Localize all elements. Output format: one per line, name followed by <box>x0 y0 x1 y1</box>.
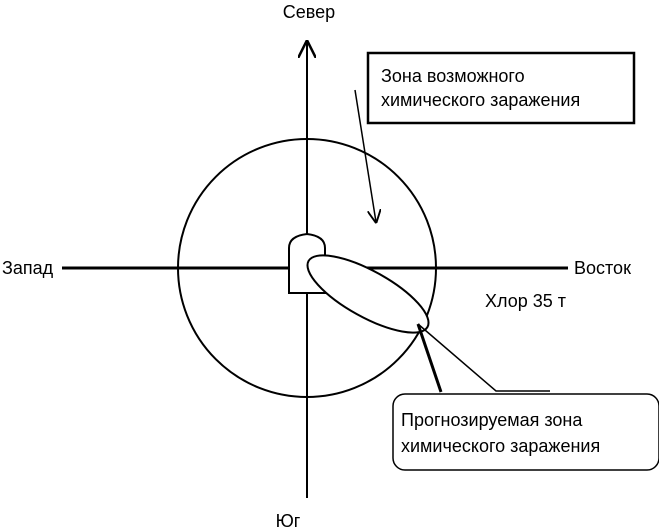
forecast-zone-ellipse <box>306 254 430 334</box>
possible-zone-leader <box>354 89 376 222</box>
south-label: Юг <box>276 511 301 530</box>
source-label: Хлор 35 т <box>485 291 566 311</box>
west-label: Запад <box>2 258 54 278</box>
forecast-zone-leader <box>417 323 550 392</box>
north-label: Север <box>283 2 335 22</box>
forecast-zone-callout-line1: Прогнозируемая зона <box>401 410 583 430</box>
forecast-zone-callout-box <box>392 393 659 471</box>
forecast-zone-leader-secondary <box>416 323 443 393</box>
forecast-zone-callout-line2: химического заражения <box>401 436 600 456</box>
possible-zone-callout-line2: химического заражения <box>381 90 580 110</box>
possible-zone-callout-line1: Зона возможного <box>381 66 525 86</box>
possible-zone-callout-box <box>366 51 636 125</box>
east-label: Восток <box>574 258 631 278</box>
